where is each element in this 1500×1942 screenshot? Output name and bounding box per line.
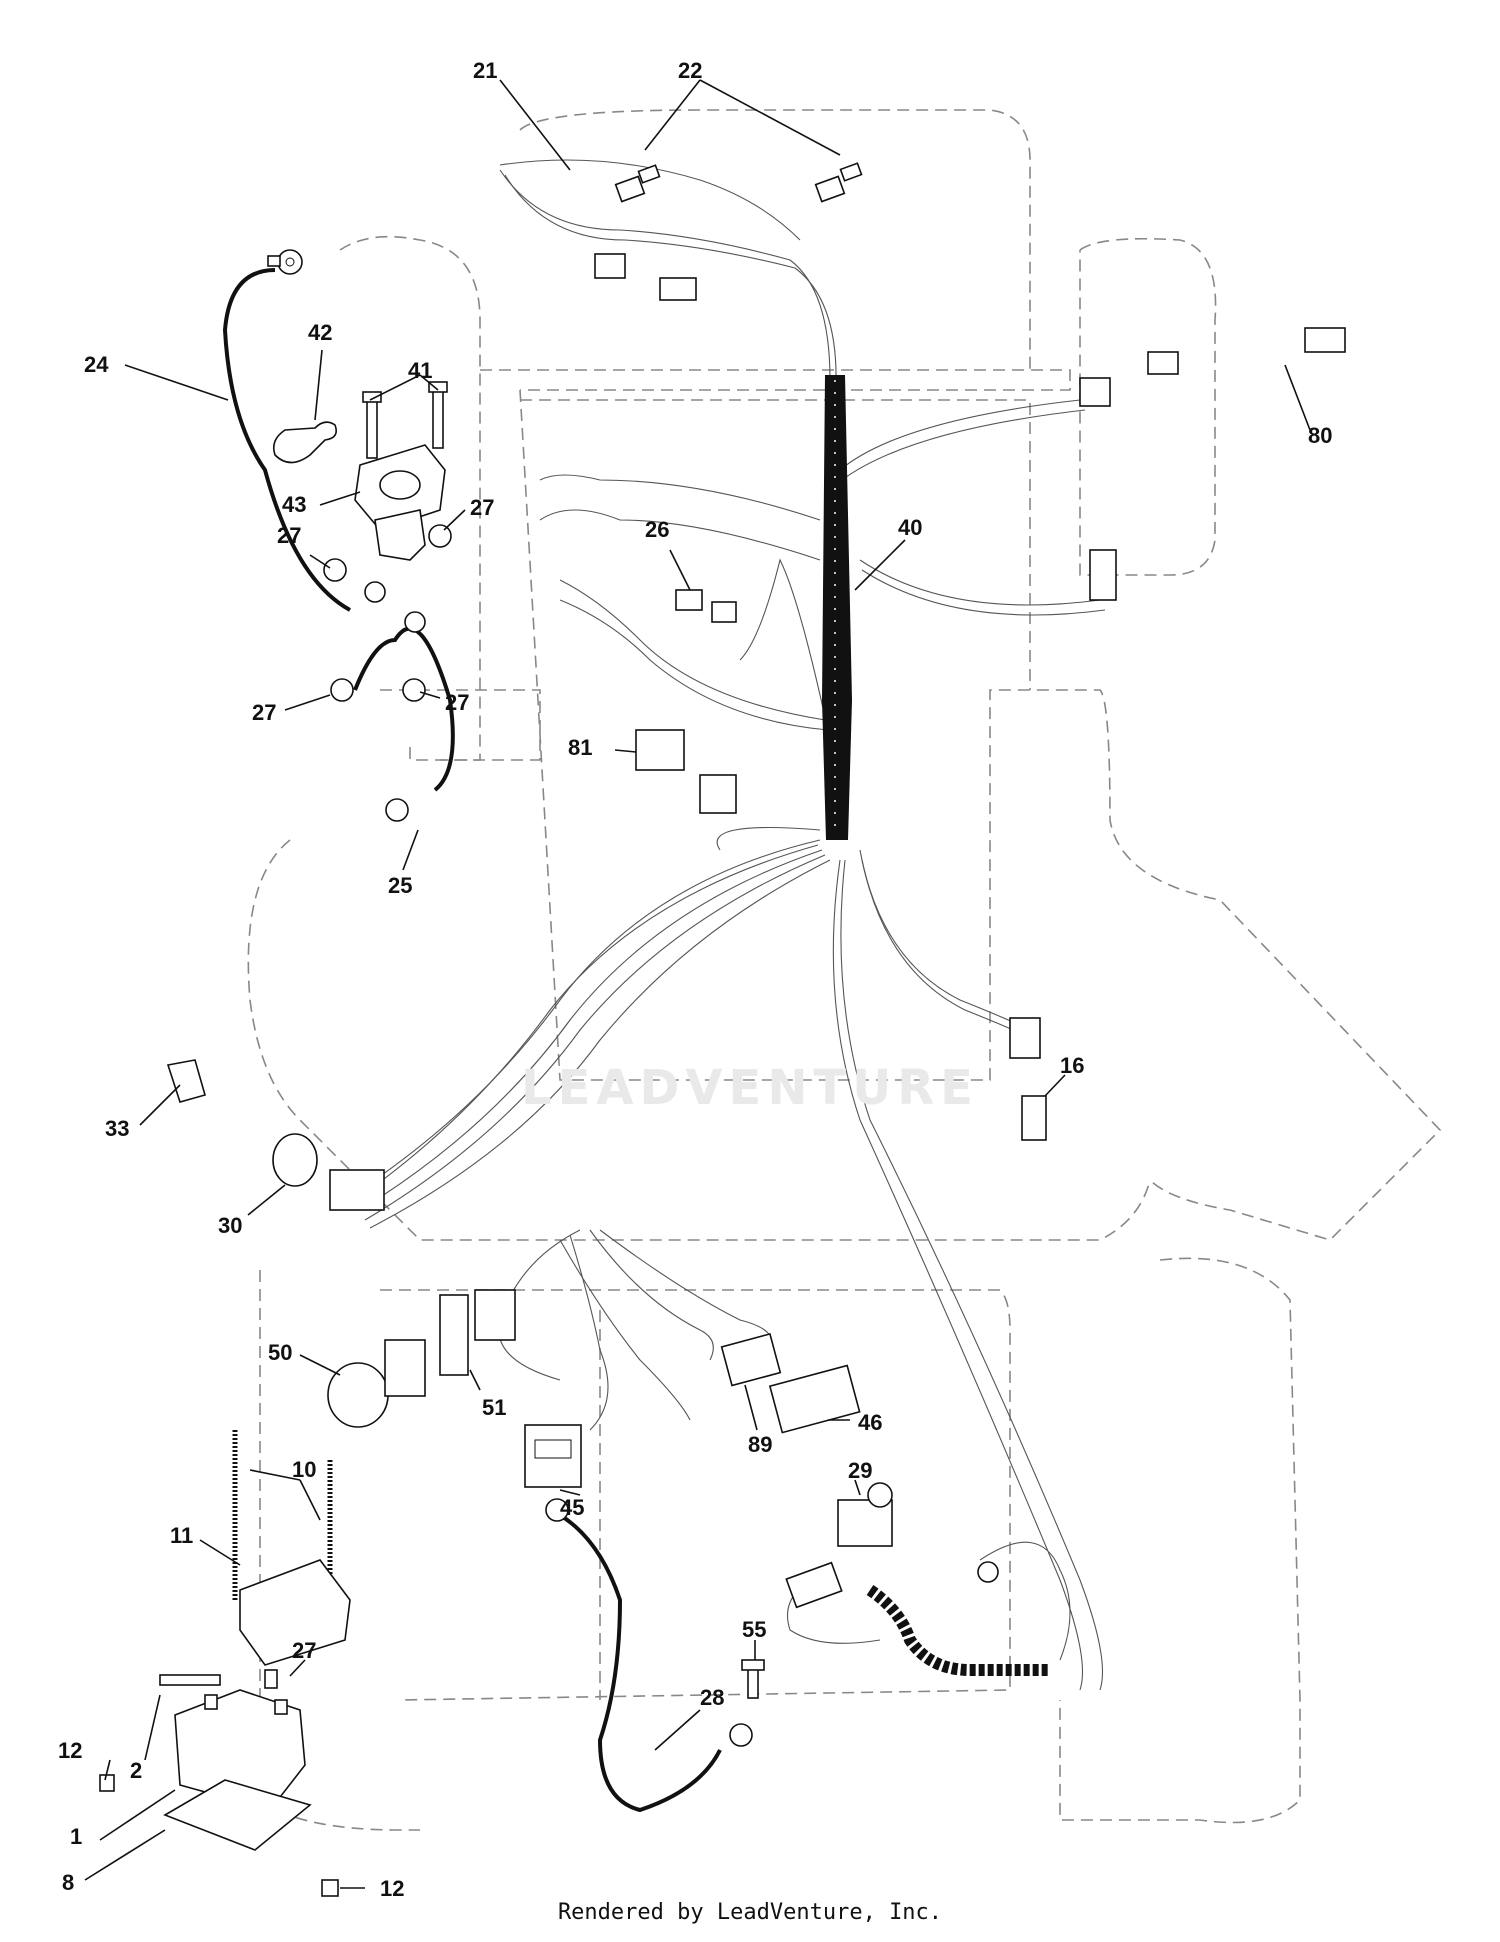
switch-29 xyxy=(837,1482,893,1547)
footer-credit: Rendered by LeadVenture, Inc. xyxy=(557,1900,943,1925)
callout-labels: 21 22 24 42 41 43 27 27 27 27 25 26 40 8… xyxy=(58,58,1332,1901)
battery-cables xyxy=(222,268,722,1813)
callout-29: 29 xyxy=(848,1458,872,1483)
ignition-key-33 xyxy=(166,1059,206,1103)
watermark: LEADVENTURE xyxy=(521,1060,979,1116)
callout-43: 43 xyxy=(282,492,306,517)
callout-11: 11 xyxy=(170,1523,193,1548)
battery-cable-24 xyxy=(267,249,303,275)
callout-89: 89 xyxy=(748,1432,772,1457)
callout-27-e: 27 xyxy=(292,1638,316,1663)
screw-55 xyxy=(741,1659,765,1699)
callout-42: 42 xyxy=(308,320,332,345)
nuts-27 xyxy=(323,524,452,702)
light-switch-50 xyxy=(327,1339,426,1428)
fuel-gauge-46 xyxy=(768,1364,861,1434)
callout-12-b: 12 xyxy=(380,1876,404,1901)
callout-33: 33 xyxy=(105,1116,129,1141)
callout-28: 28 xyxy=(700,1685,724,1710)
callout-81: 81 xyxy=(568,735,592,760)
callout-2: 2 xyxy=(130,1758,142,1783)
callout-40: 40 xyxy=(898,515,922,540)
solenoid-43 xyxy=(354,444,446,561)
callout-25: 25 xyxy=(388,873,412,898)
callout-27-a: 27 xyxy=(277,523,301,548)
bezel-89 xyxy=(720,1332,782,1387)
callout-55: 55 xyxy=(742,1617,766,1642)
bolt-41 xyxy=(362,381,448,459)
callout-45: 45 xyxy=(560,1495,584,1520)
callout-1: 1 xyxy=(70,1824,82,1849)
leader-lines xyxy=(84,79,1311,1889)
callout-22: 22 xyxy=(678,58,702,83)
ring-terminals xyxy=(364,581,999,1747)
nuts-12 xyxy=(99,1774,339,1897)
battery-1 xyxy=(174,1689,306,1811)
battery-tray-8 xyxy=(163,1779,312,1851)
callout-30: 30 xyxy=(218,1213,242,1238)
connectors xyxy=(594,253,1346,1141)
callout-41: 41 xyxy=(408,358,432,383)
callout-46: 46 xyxy=(858,1410,882,1435)
callout-16: 16 xyxy=(1060,1053,1084,1078)
battery-hold-down xyxy=(232,1430,351,1666)
callout-51: 51 xyxy=(482,1395,506,1420)
callout-26: 26 xyxy=(645,517,669,542)
bezel-51 xyxy=(439,1289,516,1376)
callout-50: 50 xyxy=(268,1340,292,1365)
ignition-switch-30 xyxy=(272,1133,385,1211)
lead-cap-42 xyxy=(272,421,338,464)
callout-24: 24 xyxy=(84,352,109,377)
callout-21: 21 xyxy=(473,58,497,83)
callout-12-a: 12 xyxy=(58,1738,82,1763)
connector-coil-end xyxy=(785,1561,843,1609)
callout-8: 8 xyxy=(62,1870,74,1895)
bolt-2 xyxy=(159,1669,278,1689)
callout-27-c: 27 xyxy=(252,700,276,725)
lamp-sockets-22 xyxy=(614,162,863,203)
callout-80: 80 xyxy=(1308,423,1332,448)
hour-meter-45 xyxy=(524,1424,582,1488)
callout-10: 10 xyxy=(292,1457,316,1482)
wiring-harness xyxy=(354,159,1106,1691)
callout-27-d: 27 xyxy=(445,690,469,715)
harness-loom xyxy=(822,375,852,840)
callout-27-b: 27 xyxy=(470,495,494,520)
